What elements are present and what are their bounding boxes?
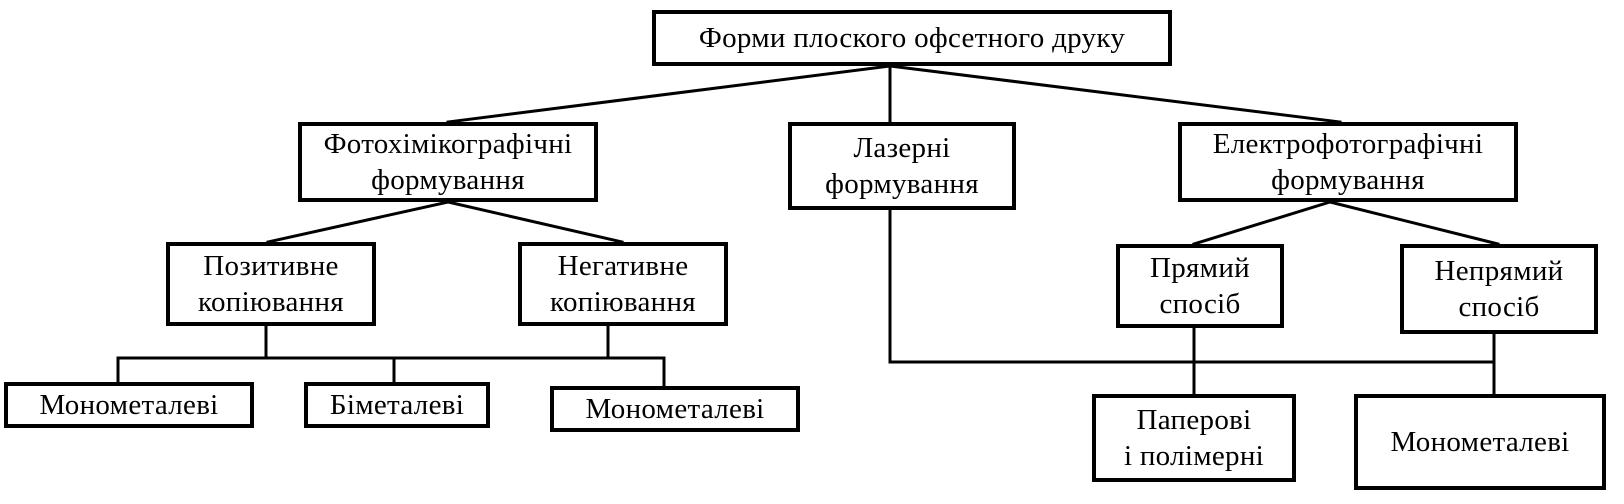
direct-method-node: Прямий спосіб	[1116, 244, 1284, 328]
electrophoto-label-line2: формування	[1271, 164, 1425, 196]
photochemical-label-line1: Фотохімікографічні	[323, 128, 573, 160]
indirect-label-line1: Непрямий	[1434, 255, 1564, 287]
electrophoto-label-line1: Електрофотографічні	[1212, 128, 1484, 160]
photochemical-label-line2: формування	[371, 164, 525, 196]
negative-label-line1: Негативне	[557, 250, 689, 282]
negative-copy-node: Негативне копіювання	[518, 242, 728, 326]
paper-polymer-label-line2: і полімерні	[1123, 440, 1265, 472]
laser-node: Лазерні формування	[788, 122, 1016, 210]
positive-label-line1: Позитивне	[203, 250, 339, 282]
positive-label-line2: копіювання	[198, 286, 344, 318]
connector-electrophoto-direct	[1192, 200, 1332, 246]
root-node: Форми плоского офсетного друку	[652, 10, 1172, 66]
monometal-1-label: Монометалеві	[39, 389, 219, 421]
connector-root-photochemical	[446, 64, 892, 124]
indirect-method-node: Непрямий спосіб	[1400, 244, 1598, 334]
monometal-node-1: Монометалеві	[4, 382, 254, 428]
monometal-node-3: Монометалеві	[1354, 394, 1606, 490]
indirect-label-line2: спосіб	[1458, 291, 1540, 323]
connector-photochemical-negative	[446, 200, 624, 244]
monometal-node-2: Монометалеві	[550, 386, 800, 432]
laser-label-line1: Лазерні	[853, 132, 951, 164]
monometal-2-label: Монометалеві	[585, 393, 765, 425]
electrophoto-node: Електрофотографічні формування	[1178, 122, 1518, 202]
paper-polymer-node: Паперові і полімерні	[1092, 394, 1296, 482]
laser-label-line2: формування	[825, 168, 979, 200]
positive-copy-node: Позитивне копіювання	[166, 242, 376, 326]
negative-label-line2: копіювання	[550, 286, 696, 318]
connector-root-electrophoto	[888, 64, 1342, 124]
photochemical-node: Фотохімікографічні формування	[298, 122, 598, 202]
connector-photochemical-positive	[266, 200, 450, 244]
bimetal-label: Біметалеві	[329, 389, 465, 421]
connector-electrophoto-indirect	[1328, 200, 1500, 246]
root-label: Форми плоского офсетного друку	[698, 22, 1126, 54]
bimetal-node: Біметалеві	[304, 382, 490, 428]
monometal-3-label: Монометалеві	[1390, 426, 1570, 458]
direct-label-line1: Прямий	[1150, 252, 1250, 284]
direct-label-line2: спосіб	[1159, 288, 1241, 320]
paper-polymer-label-line1: Паперові	[1136, 404, 1252, 436]
